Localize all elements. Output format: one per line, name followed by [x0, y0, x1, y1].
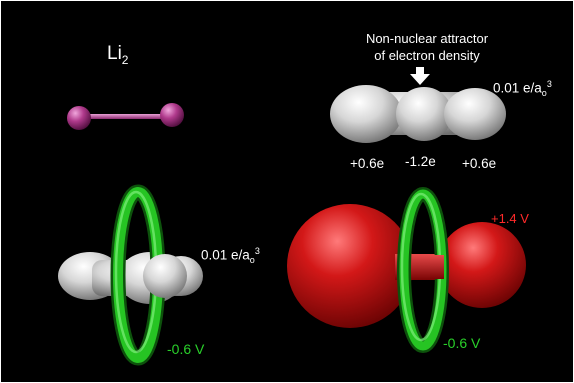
- positive-potential-label: +1.4 V: [491, 211, 529, 226]
- li-li-bond: [88, 114, 170, 119]
- attractor-annotation-line1: Non-nuclear attractor: [365, 31, 489, 46]
- ring-potential-label-right: -0.6 V: [443, 335, 481, 351]
- density-label-top: 0.01 e/ao3: [493, 79, 552, 99]
- red-neck-front: [430, 255, 444, 279]
- density-isosurface-top: [330, 85, 506, 143]
- density-front-lobe: [143, 254, 187, 298]
- molecule-title: Li2: [107, 43, 129, 67]
- li-atom-left: [67, 106, 91, 130]
- charge-label-right: +0.6e: [462, 156, 497, 171]
- charge-label-center: -1.2e: [405, 154, 436, 169]
- attractor-arrow-icon: [410, 67, 430, 85]
- ring-potential-label-left: -0.6 V: [167, 341, 205, 357]
- li2-molecule-model: [67, 103, 184, 130]
- positive-potential-isosurface: [287, 204, 526, 328]
- density-label-bottom: 0.01 e/ao3: [201, 246, 260, 266]
- charge-label-left: +0.6e: [350, 156, 385, 171]
- attractor-annotation-line2: of electron density: [374, 48, 480, 63]
- attractor-annotation: Non-nuclear attractor of electron densit…: [344, 30, 510, 64]
- li-atom-right: [160, 103, 184, 127]
